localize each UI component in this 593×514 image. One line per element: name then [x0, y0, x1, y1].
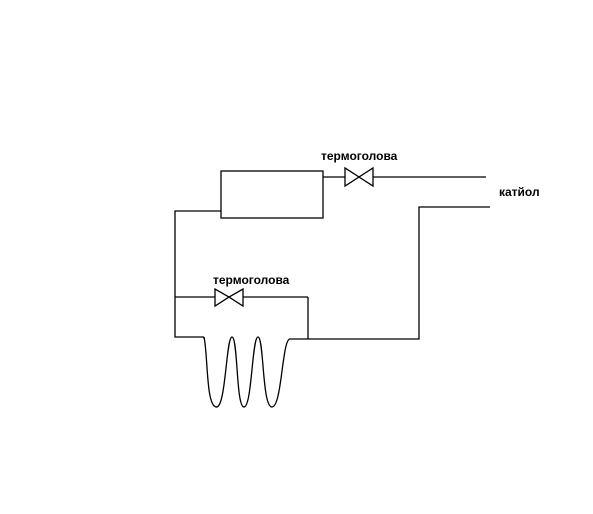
radiator-box	[220, 170, 324, 219]
coil-heater	[203, 336, 308, 408]
valve-bypass-icon	[214, 287, 244, 308]
valve-bypass-label: термоголова	[213, 273, 290, 287]
left-riser-pipe	[174, 210, 221, 338]
return-pipe	[354, 206, 490, 340]
valve-top-label: термоголова	[321, 149, 398, 163]
boiler-label: катйол	[499, 185, 540, 199]
valve-top-icon	[344, 166, 374, 188]
